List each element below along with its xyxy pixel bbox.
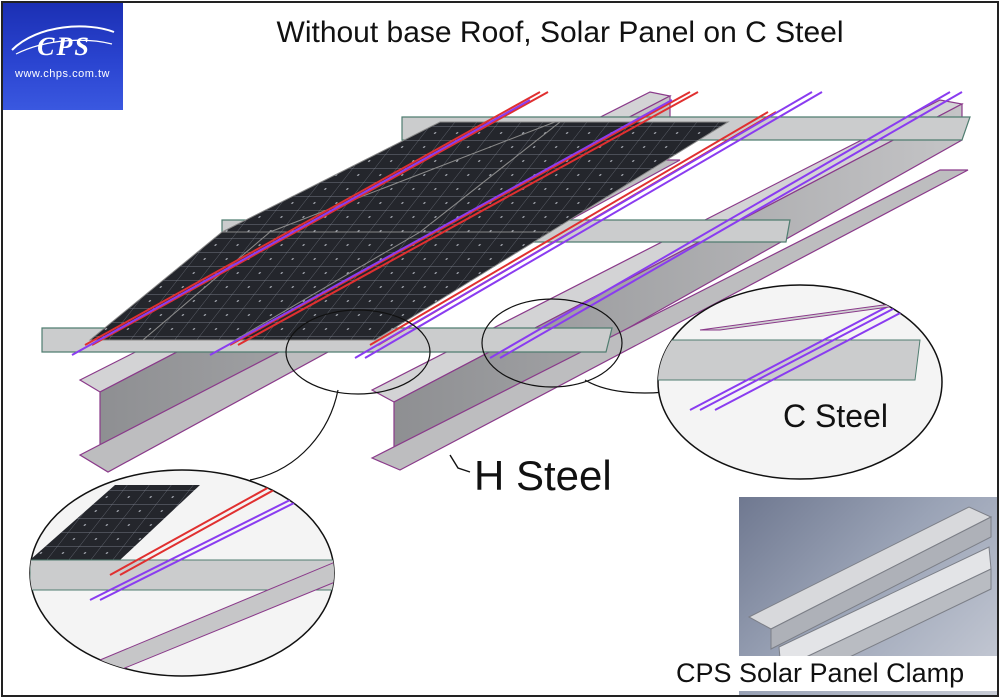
zoom-markers: [249, 298, 681, 481]
clamp-rails: [71, 91, 963, 359]
zoom-detail-left: [29, 469, 335, 677]
logo-swoosh-icon: [11, 25, 115, 55]
solar-panels: [88, 121, 730, 341]
zoom-detail-right: [657, 284, 943, 480]
h-steel-pointer: [449, 454, 471, 473]
logo-url: www.chps.com.tw: [15, 68, 110, 80]
product-caption: CPS Solar Panel Clamp: [672, 656, 998, 691]
logo-brand: CPS: [37, 32, 91, 61]
diagram-title: Without base Roof, Solar Panel on C Stee…: [276, 16, 844, 49]
company-logo: CPS www.chps.com.tw: [2, 2, 123, 110]
h-steel-label: H Steel: [474, 452, 612, 499]
c-steel-label: C Steel: [783, 398, 888, 434]
